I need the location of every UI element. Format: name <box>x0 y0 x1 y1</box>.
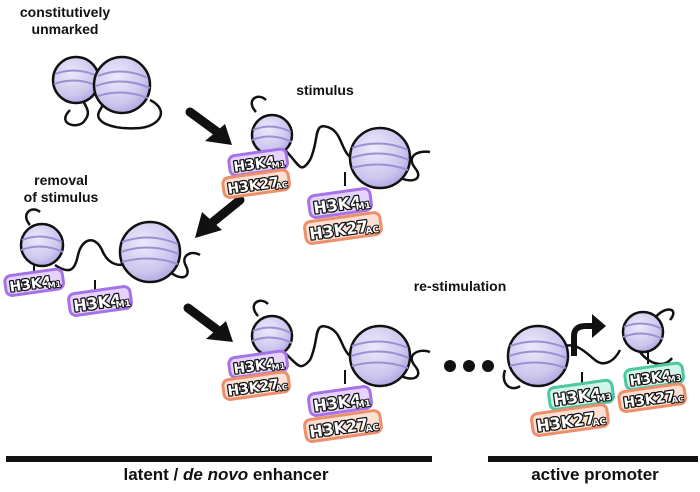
nucleosome <box>51 55 101 105</box>
mark-h3k4me1: H3K4 M1 <box>3 267 66 297</box>
label-line: removal <box>34 172 88 188</box>
mark-subscript: M1 <box>355 399 371 411</box>
arrow-removal <box>195 195 245 238</box>
label-stimulus: stimulus <box>296 82 354 98</box>
mark-subscript: M1 <box>47 280 62 291</box>
nucleosome <box>348 126 412 190</box>
mark-subscript: AC <box>365 423 380 435</box>
mark-subscript: M3 <box>667 374 682 385</box>
footer-latent-italic: de novo <box>183 465 249 484</box>
footer-rule-enhancer <box>6 456 432 462</box>
arrow-stimulus <box>185 107 232 145</box>
footer-active-promoter: active promoter <box>531 465 659 484</box>
footer-rule-promoter <box>488 456 698 462</box>
transcription-arrow <box>571 314 606 356</box>
footer-latent-enhancer: latent / de novo enhancer <box>96 466 356 483</box>
nucleosome <box>250 314 294 358</box>
mark-h3k4me1: H3K4 M1 <box>307 385 373 417</box>
mark-subscript: M1 <box>355 201 371 213</box>
mark-subscript: AC <box>365 225 380 237</box>
mark-h3k27ac: H3K27 AC <box>530 403 610 437</box>
mark-h3k4me3: H3K4 M3 <box>623 361 686 391</box>
mark-subscript: AC <box>671 394 684 405</box>
mark-h3k27ac: H3K27 AC <box>617 382 687 413</box>
label-re-stimulation: re-stimulation <box>413 278 507 294</box>
nucleosome <box>621 310 665 354</box>
arrow-restimulation <box>183 303 233 342</box>
nucleosome <box>92 55 152 115</box>
scene-restimulation <box>250 299 431 388</box>
mark-subscript: AC <box>275 180 288 191</box>
nucleosome <box>506 324 570 388</box>
mark-h3k4me1: H3K4 M1 <box>67 285 133 317</box>
mark-subscript: M3 <box>596 393 612 405</box>
label-line: of stimulus <box>23 189 99 205</box>
dna-strand <box>502 308 675 390</box>
nucleosome <box>118 220 182 284</box>
scene-removal <box>19 208 201 294</box>
mark-h3k4me1: H3K4 M1 <box>307 187 373 219</box>
scene-stimulus <box>250 95 431 190</box>
mark-subscript: AC <box>275 382 288 393</box>
label-removal-of-stimulus: removal of stimulus <box>16 172 106 206</box>
mark-subscript: M1 <box>271 362 286 373</box>
dna-strand <box>24 208 201 279</box>
label-constitutively-unmarked: constitutively unmarked <box>10 4 120 38</box>
mark-h3k27ac: H3K27 AC <box>303 211 383 245</box>
nucleosome <box>250 113 294 157</box>
footer-latent-suffix: enhancer <box>248 465 329 484</box>
ellipsis-dots <box>444 360 494 372</box>
scene-unmarked <box>51 55 163 130</box>
mark-h3k4me1: H3K4 M1 <box>227 349 290 379</box>
label-line: unmarked <box>31 21 99 37</box>
mark-subscript: M1 <box>115 299 131 311</box>
footer-latent-prefix: latent / <box>123 465 184 484</box>
label-line: constitutively <box>19 4 111 20</box>
mark-h3k27ac: H3K27 AC <box>221 370 291 401</box>
scene-active-promoter <box>502 308 675 390</box>
nucleosome <box>348 324 412 388</box>
mark-subscript: AC <box>592 417 607 429</box>
mark-subscript: M1 <box>271 160 286 171</box>
nucleosome <box>19 222 65 268</box>
